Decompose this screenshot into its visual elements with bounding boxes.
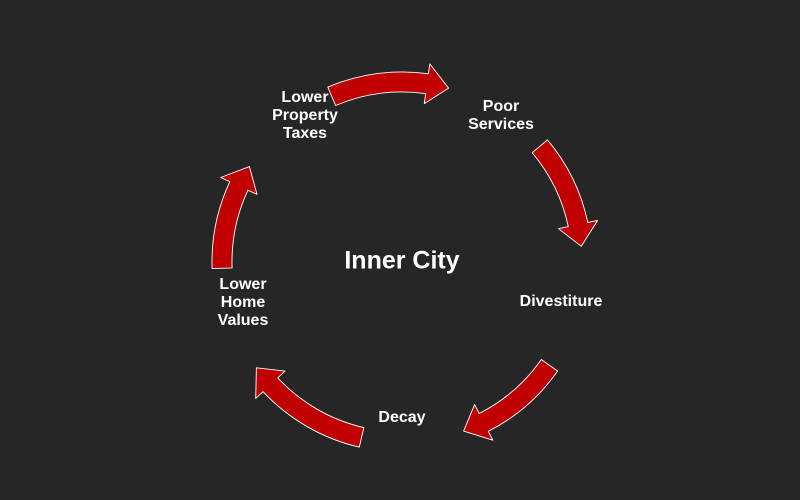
- node-label-line: Property: [272, 107, 338, 124]
- node-label-line: Taxes: [282, 125, 328, 142]
- node-label-line: Home: [220, 294, 266, 311]
- node-label-line: Lower: [281, 89, 329, 106]
- node-poor-services: Poor Services: [468, 98, 534, 134]
- center-title: Inner City: [344, 246, 460, 275]
- node-divestiture: Divestiture: [520, 293, 603, 311]
- arrow-poor-services-to-divestiture: [531, 139, 599, 247]
- node-label-line: Services: [468, 116, 534, 133]
- arrow-lower-home-values-to-lower-property-taxes: [211, 166, 258, 270]
- node-decay: Decay: [378, 409, 425, 427]
- node-label-line: Poor: [482, 98, 520, 115]
- node-label-line: Decay: [378, 409, 426, 426]
- node-label-line: Divestiture: [519, 293, 603, 310]
- arrow-decay-to-lower-home-values: [255, 367, 365, 448]
- node-label-line: Lower: [219, 276, 267, 293]
- node-lower-home-values: Lower Home Values: [218, 276, 269, 330]
- node-lower-property-taxes: Lower Property Taxes: [272, 89, 338, 143]
- arrow-divestiture-to-decay: [463, 359, 559, 441]
- node-label-line: Values: [217, 312, 269, 329]
- arrow-lower-property-taxes-to-poor-services: [327, 63, 450, 106]
